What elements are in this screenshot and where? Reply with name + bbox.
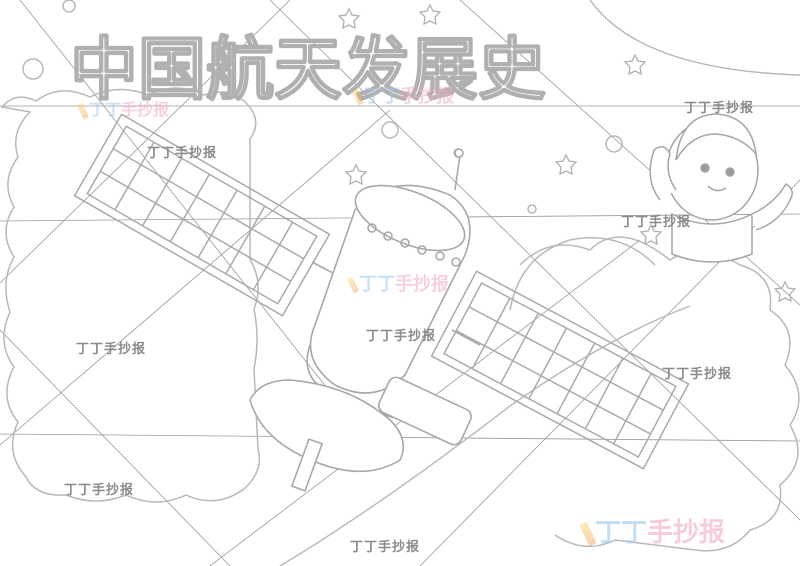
title-outline: 中国航天发展史 <box>70 31 546 110</box>
watermark-logo: 丁丁手抄报 <box>579 512 725 549</box>
watermark-text: 丁丁手抄报 <box>350 540 421 555</box>
watermark-text: 丁丁手抄报 <box>147 146 218 161</box>
left-solar-panel <box>73 113 331 317</box>
left-cloud-frame <box>0 87 261 503</box>
watermark-logo: 丁丁手抄报 <box>346 270 449 296</box>
sky-decoration <box>22 0 800 214</box>
watermark-text: 丁丁手抄报 <box>76 342 147 357</box>
watermark-text: 丁丁手抄报 <box>621 215 692 230</box>
watermark-logo: 丁丁手抄报 <box>76 96 169 120</box>
right-cloud-arc <box>509 237 656 311</box>
watermark-logo: 丁丁手抄报 <box>351 82 454 108</box>
satellite-body <box>306 148 481 446</box>
watermark-text: 丁丁手抄报 <box>662 367 733 382</box>
satellite-dish <box>249 379 405 492</box>
right-cloud-frame <box>519 236 800 552</box>
stars <box>337 3 797 423</box>
watermark-text: 丁丁手抄报 <box>366 329 437 344</box>
watermark-text: 丁丁手抄报 <box>64 483 135 498</box>
right-solar-panel <box>430 270 690 470</box>
watermark-text: 丁丁手抄报 <box>684 101 755 116</box>
bottom-curve <box>279 305 691 566</box>
astronaut <box>649 113 793 263</box>
